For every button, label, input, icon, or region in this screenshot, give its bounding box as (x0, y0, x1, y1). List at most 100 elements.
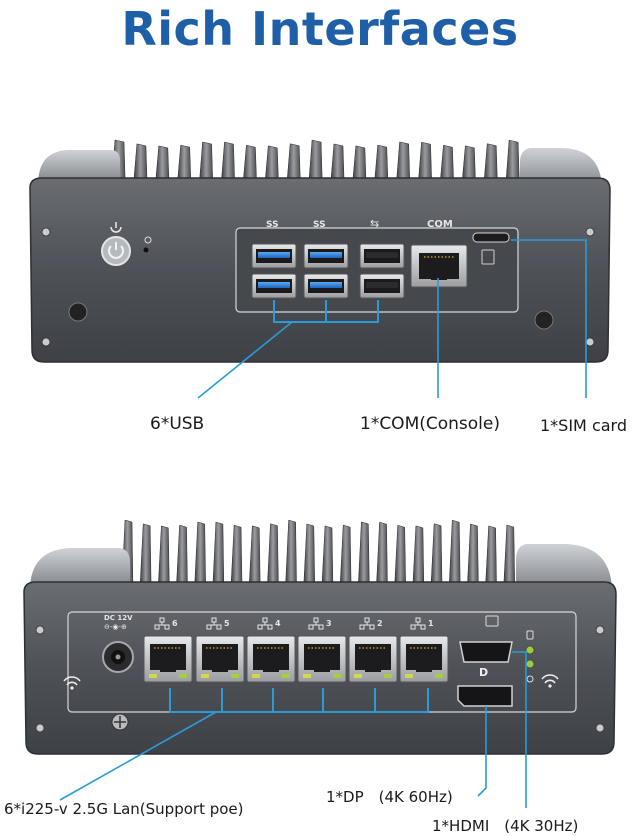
usb-port-tongue (366, 252, 398, 258)
heatsink-fins (121, 519, 515, 585)
heatsink-fin (430, 523, 443, 585)
heatsink-fin (376, 521, 388, 585)
heatsink-fin (485, 525, 497, 585)
heatsink-fin (396, 141, 411, 181)
sim-callout-line (511, 239, 587, 398)
heatsink-fin (503, 524, 515, 585)
dc-label: DC 12V (104, 614, 133, 622)
heatsink-fin (352, 145, 367, 181)
ethernet-led (435, 674, 443, 678)
com-callout-label: 1*COM(Console) (360, 414, 500, 434)
heatsink-fin (199, 141, 213, 181)
ethernet-led (384, 674, 392, 678)
lan-number-label: 1 (428, 619, 434, 628)
heatsink-fin (133, 143, 148, 181)
network-icon (206, 617, 222, 630)
heatsink-fin (139, 523, 152, 585)
lan-number-label: 2 (377, 619, 383, 628)
usb2-label: ⇆ (370, 217, 379, 230)
sim-callout-label: 1*SIM card (540, 416, 627, 435)
heatsink-fin (249, 525, 261, 585)
heatsink-fin (194, 521, 206, 585)
bottom-device: DC 12V ⊖-◉-⊕ 6 5 4 3 2 1 D (23, 519, 617, 808)
usb-port-icon[interactable] (251, 243, 405, 299)
heatsink-fin (158, 525, 170, 585)
heatsink-fin (394, 524, 406, 585)
heatsink-fin (505, 139, 520, 181)
heatsink-fin (221, 141, 235, 181)
ethernet-led (333, 674, 341, 678)
heatsink-fin (155, 145, 170, 181)
top-device: SS SS ⇆ COM (29, 139, 611, 399)
usb3-label-a: SS (266, 220, 279, 230)
ethernet-led (405, 674, 413, 678)
ethernet-port-key (365, 666, 381, 672)
heatsink-fin (339, 524, 352, 585)
heatsink-fin (462, 145, 476, 181)
usb-callout-label: 6*USB (150, 414, 205, 434)
com-label: COM (427, 219, 453, 230)
heatsink-fin (177, 144, 192, 181)
ethernet-led (252, 674, 260, 678)
displayport-icon[interactable]: D (457, 666, 513, 707)
heatsink-fins (111, 139, 520, 181)
network-icon (154, 617, 170, 630)
ethernet-port-icon[interactable]: 6 5 4 3 2 1 (143, 617, 449, 683)
dc-jack-icon[interactable] (102, 641, 134, 673)
lan-number-label: 3 (326, 619, 332, 628)
screw-icon (41, 227, 595, 347)
lan-number-label: 6 (172, 619, 178, 628)
heatsink-fin (267, 523, 279, 585)
usb-port-tongue (258, 282, 290, 288)
dc-polarity-label: ⊖-◉-⊕ (104, 623, 127, 631)
hdmi-port-icon[interactable] (459, 615, 513, 663)
heatsink-fin (321, 525, 334, 585)
heatsink-fin (230, 524, 243, 585)
heatsink-fin (243, 144, 257, 181)
usb3-label-b: SS (313, 220, 326, 230)
heatsink-fin (303, 523, 315, 585)
rj45-com-port-icon[interactable] (410, 244, 468, 288)
lan-number-label: 4 (275, 619, 281, 628)
ethernet-led (282, 674, 290, 678)
network-icon (257, 617, 273, 630)
heatsink-fin (412, 525, 425, 585)
heatsink-fin (418, 141, 432, 181)
ethernet-port-key (212, 666, 228, 672)
heatsink-fin (467, 523, 479, 585)
hdmi-callout-line (512, 651, 527, 808)
ethernet-led (231, 674, 239, 678)
ethernet-led (354, 674, 362, 678)
network-icon (308, 617, 324, 630)
page-title: Rich Interfaces (121, 2, 519, 56)
usb-port-tongue (310, 252, 342, 258)
usb-bracket (273, 300, 379, 323)
heatsink-fin (285, 519, 297, 585)
screw-icon (35, 625, 605, 733)
usb-callout-line (197, 321, 293, 399)
heatsink-fin (374, 144, 389, 181)
sim-card-slot-icon[interactable] (472, 232, 510, 265)
usb-port-tongue (258, 252, 290, 258)
ethernet-led (149, 674, 157, 678)
heatsink-fin (358, 521, 370, 585)
power-button-icon[interactable] (101, 222, 152, 266)
heatsink-fin (176, 524, 188, 585)
lan-callout-line (59, 711, 217, 801)
rim-left (30, 548, 130, 590)
heatsink-fin (483, 143, 498, 181)
ethernet-port-key (416, 666, 432, 672)
lan-callout-label: 6*i225-v 2.5G Lan(Support poe) (4, 800, 244, 818)
ethernet-port-key (314, 666, 330, 672)
dp-callout-label: 1*DP (4K 60Hz) (326, 788, 453, 806)
ethernet-led (303, 674, 311, 678)
ethernet-port-key (160, 666, 176, 672)
ethernet-port-key (263, 666, 279, 672)
usb-port-tongue (366, 282, 398, 288)
dp-callout-line (477, 706, 487, 797)
ethernet-led (201, 674, 209, 678)
lan-number-label: 5 (224, 619, 230, 628)
usb-port-tongue (310, 282, 342, 288)
heatsink-fin (286, 143, 301, 181)
